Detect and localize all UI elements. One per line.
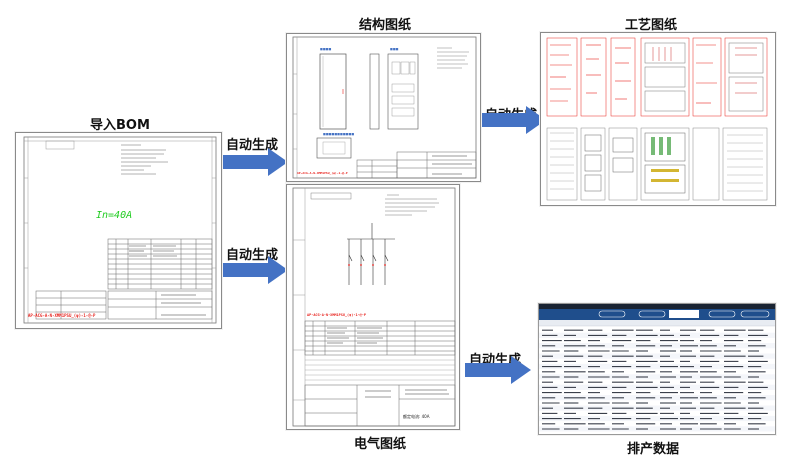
structure-drawing-sheet: ■■■■ ■■■ ■■■■■■■■■■■ xyxy=(286,33,481,182)
svg-text:■■■: ■■■ xyxy=(390,47,399,51)
structure-drawing-graphic: ■■■■ ■■■ ■■■■■■■■■■■ xyxy=(292,36,477,179)
process-drawing-sheet xyxy=(540,32,776,206)
import-bom-label: 导入BOM xyxy=(90,118,150,133)
bom-drawing-graphic xyxy=(23,136,217,324)
arrow-to-electrical xyxy=(222,256,288,284)
structure-drawing-label: 结构图纸 xyxy=(359,18,412,33)
arrow-to-process xyxy=(480,106,546,134)
svg-text:■■■■■■■■■■■: ■■■■■■■■■■■ xyxy=(323,132,354,136)
layout-data-screenshot xyxy=(538,303,776,435)
auto-generate-label-electrical: 自动生成 xyxy=(226,248,279,263)
electrical-drawing-sheet: AP-ACG-A-N-XMM1PSU_(φ)-1-@-P 额定电流: 40A xyxy=(286,184,460,430)
electrical-drawing-graphic xyxy=(292,187,456,427)
arrow-to-layout xyxy=(465,356,531,384)
layout-data-label: 排产数据 xyxy=(627,442,680,457)
structure-model-code: AP-ACG-A-N-XMM1PSU_(φ)-1-@-P xyxy=(297,171,348,175)
arrow-to-structure xyxy=(222,148,288,176)
bom-drawing-sheet: In=40A AP-ACG-A-N-XMM1PSU_(φ)-1-@-P xyxy=(15,132,222,329)
svg-text:■■■■: ■■■■ xyxy=(320,47,332,51)
layout-data-graphic xyxy=(539,304,775,432)
bom-rating-text: In=40A xyxy=(96,210,133,221)
process-drawing-graphic xyxy=(546,37,768,201)
electrical-drawing-label: 电气图纸 xyxy=(354,437,407,452)
process-drawing-label: 工艺图纸 xyxy=(625,18,678,33)
bom-model-code: AP-ACG-A-N-XMM1PSU_(φ)-1-@-P xyxy=(28,313,96,318)
electrical-model-code: AP-ACG-A-N-XMM1PSU_(φ)-1-@-P xyxy=(307,313,367,317)
electrical-rating-text: 额定电流: 40A xyxy=(403,414,430,419)
auto-generate-label-structure: 自动生成 xyxy=(226,138,279,153)
